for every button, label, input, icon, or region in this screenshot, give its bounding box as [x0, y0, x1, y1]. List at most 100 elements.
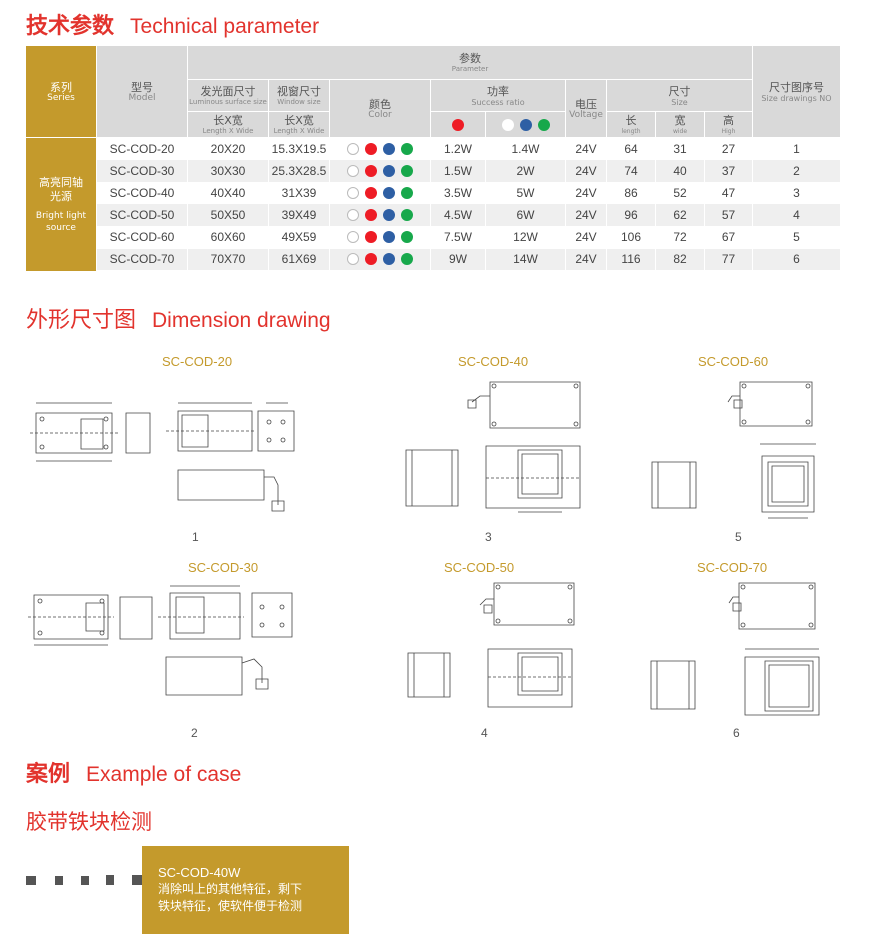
- header-model-en: Model: [128, 92, 156, 103]
- table-cell-model: SC-COD-40: [97, 182, 187, 204]
- red-dot-icon: [365, 231, 377, 244]
- header-power-red: [431, 112, 485, 137]
- drawing-label-6: SC-COD-70: [697, 560, 768, 575]
- table-cell-l: 106: [607, 226, 655, 248]
- header-drawing-no-en: Size drawings NO: [761, 93, 832, 103]
- cell-value: 5: [793, 230, 800, 245]
- color-swatches: [330, 248, 430, 271]
- drawing-num-1: 1: [192, 530, 199, 544]
- dim-title-en: Dimension drawing: [152, 309, 331, 332]
- header-wide: 宽 wide: [656, 112, 704, 137]
- cell-value: 50X50: [210, 208, 246, 223]
- drawing-num-5: 5: [735, 530, 742, 544]
- table-cell-no: 1: [753, 138, 840, 160]
- cell-value: 86: [624, 185, 638, 200]
- header-series: 系列 Series: [26, 46, 96, 137]
- cell-value: SC-COD-30: [109, 163, 175, 178]
- drawing-label-5: SC-COD-60: [698, 354, 769, 369]
- blue-dot-icon: [383, 231, 395, 244]
- header-series-cn: 系列: [50, 80, 72, 94]
- dimension-drawing-1: [26, 395, 286, 520]
- color-swatches: [330, 182, 430, 204]
- cell-value: 20X20: [210, 141, 246, 156]
- header-series-en: Series: [47, 92, 75, 103]
- header-window: 视窗尺寸 Window size: [269, 80, 329, 111]
- table-cell-l: 86: [607, 182, 655, 204]
- series-name-cn1: 高亮同轴: [39, 175, 83, 189]
- table-cell-p2: 2W: [486, 160, 565, 182]
- cell-value: 6W: [516, 208, 535, 223]
- cell-value: 62: [673, 208, 687, 223]
- cell-value: 5W: [516, 185, 535, 200]
- table-cell-p1: 1.2W: [431, 138, 485, 160]
- cell-value: 47: [721, 185, 736, 200]
- dimension-drawing-3: [398, 378, 588, 518]
- series-name-en1: Bright light: [35, 210, 87, 221]
- table-cell-w: 40: [656, 160, 704, 182]
- green-dot-icon: [401, 231, 413, 244]
- case-description-box: SC-COD-40W 消除叫上的其他特征，剩下 铁块特征，使软件便于检测: [142, 846, 349, 934]
- header-window-en: Window size: [277, 97, 321, 106]
- tech-title-cn: 技术参数: [26, 14, 115, 39]
- cell-value: 37: [721, 163, 736, 178]
- white-dot-icon: [347, 231, 359, 244]
- header-color-en: Color: [368, 109, 392, 120]
- header-high: 高 High: [705, 112, 752, 137]
- cell-value: 27: [721, 141, 736, 156]
- green-dot-icon: [401, 186, 413, 199]
- table-cell-w: 72: [656, 226, 704, 248]
- header-length-en: length: [621, 127, 641, 135]
- drawing-num-4: 4: [481, 726, 488, 740]
- cell-value: 1.2W: [443, 141, 472, 156]
- header-luminous-sub: 长X宽 Length X Wide: [188, 112, 268, 137]
- case-title-cn: 案例: [26, 762, 71, 787]
- white-dot-icon: [347, 186, 359, 199]
- header-window-sub: 长X宽 Length X Wide: [269, 112, 329, 137]
- cell-value: 24V: [575, 163, 597, 178]
- header-voltage-cn: 电压: [575, 97, 597, 111]
- table-cell-no: 5: [753, 226, 840, 248]
- tech-section-title: 技术参数 Technical parameter: [26, 8, 319, 40]
- cell-value: 24V: [575, 208, 597, 223]
- dimension-drawing-4: [398, 583, 588, 713]
- header-window-sub-cn: 长X宽: [284, 113, 314, 127]
- header-wide-cn: 宽: [674, 113, 686, 127]
- table-cell-win: 15.3X19.5: [269, 138, 329, 160]
- cell-value: 25.3X28.5: [271, 163, 327, 178]
- cell-value: 6: [793, 252, 800, 267]
- dim-section-title: 外形尺寸图 Dimension drawing: [26, 302, 331, 334]
- header-power-cn: 功率: [487, 84, 509, 98]
- case-line-2: 铁块特征，使软件便于检测: [158, 899, 303, 913]
- cell-value: 40X40: [210, 185, 246, 200]
- blue-dot-icon: [383, 209, 395, 222]
- drawing-label-2: SC-COD-30: [188, 560, 259, 575]
- cell-value: 7.5W: [443, 230, 472, 245]
- table-cell-w: 52: [656, 182, 704, 204]
- table-cell-w: 82: [656, 248, 704, 271]
- table-cell-model: SC-COD-50: [97, 204, 187, 226]
- header-size-en: Size: [671, 97, 688, 107]
- cell-value: 1: [793, 141, 800, 156]
- cell-value: SC-COD-70: [109, 252, 175, 267]
- green-dot-icon: [401, 209, 413, 222]
- table-cell-p1: 9W: [431, 248, 485, 271]
- table-cell-win: 31X39: [269, 182, 329, 204]
- table-cell-h: 77: [705, 248, 752, 271]
- cell-value: 14W: [513, 252, 538, 267]
- cell-value: 24V: [575, 141, 597, 156]
- table-cell-w: 31: [656, 138, 704, 160]
- table-cell-model: SC-COD-60: [97, 226, 187, 248]
- header-model: 型号 Model: [97, 46, 187, 137]
- drawing-label-1: SC-COD-20: [162, 354, 233, 369]
- red-dot-icon: [365, 186, 377, 199]
- table-cell-l: 96: [607, 204, 655, 226]
- table-cell-l: 116: [607, 248, 655, 271]
- cell-value: 67: [721, 230, 736, 245]
- cell-value: SC-COD-50: [109, 208, 175, 223]
- dimension-drawing-5: [650, 378, 825, 523]
- series-name-cn2: 光源: [50, 189, 72, 203]
- table-cell-no: 2: [753, 160, 840, 182]
- table-cell-v: 24V: [566, 138, 606, 160]
- cell-value: 60X60: [210, 230, 246, 245]
- table-cell-no: 3: [753, 182, 840, 204]
